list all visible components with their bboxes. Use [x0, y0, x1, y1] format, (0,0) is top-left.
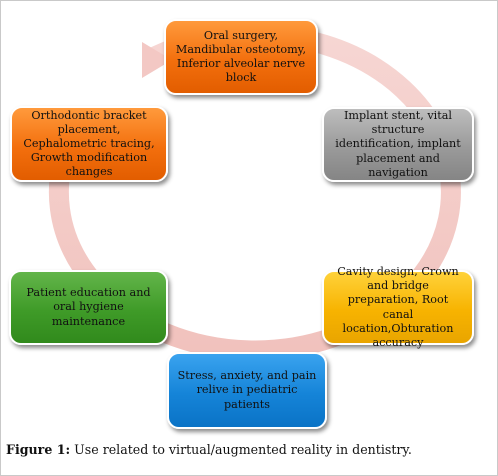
- node-lower-right: Cavity design, Crown and bridge preparat…: [322, 265, 474, 349]
- figure-caption-text: Use related to virtual/augmented reality…: [74, 442, 412, 457]
- figure-caption-label: Figure 1:: [6, 442, 71, 457]
- node-upper-right-label: Implant stent, vital structure identific…: [335, 109, 461, 179]
- node-top: Oral surgery, Mandibular osteotomy, Infe…: [164, 19, 318, 95]
- node-top-label: Oral surgery, Mandibular osteotomy, Infe…: [175, 28, 307, 85]
- node-bottom-label: Stress, anxiety, and pain relive in pedi…: [177, 369, 317, 411]
- figure-caption: Figure 1: Use related to virtual/augment…: [6, 442, 412, 457]
- node-upper-left-label: Orthodontic bracket placement, Cephalome…: [23, 108, 155, 179]
- node-upper-right: Implant stent, vital structure identific…: [322, 107, 474, 182]
- cycle-arrowhead-icon: [142, 42, 172, 78]
- node-lower-right-label: Cavity design, Crown and bridge preparat…: [337, 265, 459, 349]
- node-bottom: Stress, anxiety, and pain relive in pedi…: [167, 352, 327, 429]
- node-lower-left-label: Patient education and oral hygiene maint…: [26, 286, 151, 328]
- node-lower-left: Patient education and oral hygiene maint…: [9, 270, 168, 345]
- node-upper-left: Orthodontic bracket placement, Cephalome…: [10, 106, 168, 182]
